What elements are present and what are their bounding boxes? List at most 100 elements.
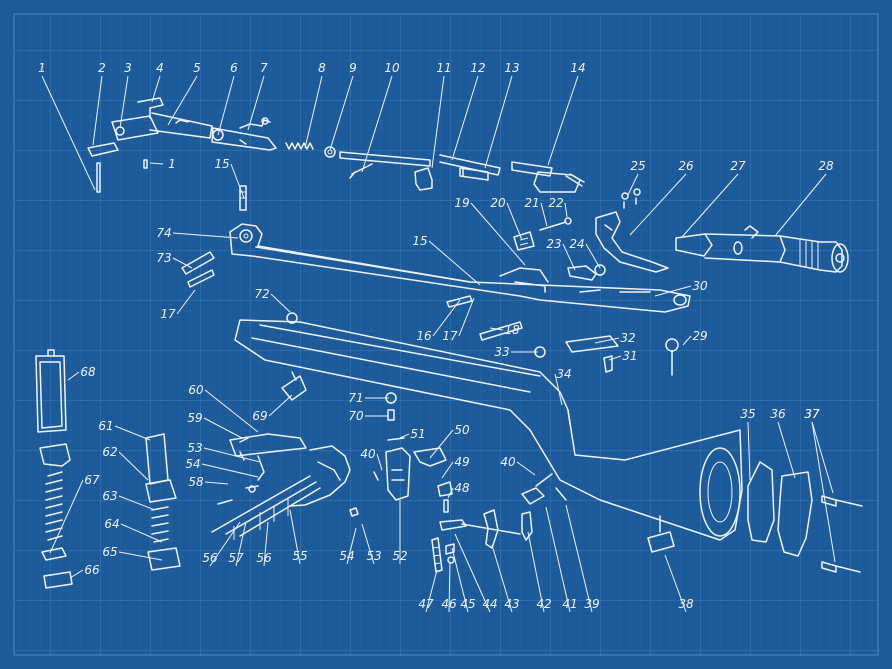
callout-label-56b: 56 <box>256 551 272 565</box>
callout-label-53b: 53 <box>366 549 381 563</box>
callout-label-1: 1 <box>38 61 46 75</box>
part-stock <box>234 312 743 541</box>
leader-line-3 <box>119 75 129 129</box>
callout-label-57: 57 <box>228 551 244 565</box>
leader-line-68 <box>67 371 80 381</box>
callout-label-53a: 53 <box>187 441 202 455</box>
callout-label-73: 73 <box>156 251 171 265</box>
callout-label-66: 66 <box>84 563 100 577</box>
callout-label-71: 71 <box>348 391 363 405</box>
leader-line-6 <box>217 75 235 136</box>
leader-line-20 <box>506 202 523 241</box>
callout-label-37b: 37 <box>804 407 820 421</box>
leader-line-14 <box>547 75 579 166</box>
leader-line-65 <box>118 551 163 561</box>
callout-label-22: 22 <box>548 196 563 210</box>
callout-label-35: 35 <box>740 407 755 421</box>
callout-label-21: 21 <box>524 196 539 210</box>
leader-line-40b <box>516 461 536 476</box>
callout-label-74: 74 <box>156 226 171 240</box>
leader-line-39 <box>565 504 593 613</box>
callout-label-51: 51 <box>410 427 425 441</box>
leader-line-64 <box>120 523 163 543</box>
callout-label-54b: 54 <box>339 549 354 563</box>
callout-label-40b: 40 <box>500 455 516 469</box>
leader-line-45 <box>451 547 469 613</box>
leader-line-30 <box>654 285 692 297</box>
callout-label-20: 20 <box>490 196 506 210</box>
leader-line-11 <box>431 75 445 169</box>
callout-label-17b: 17 <box>442 329 458 343</box>
callout-label-49: 49 <box>454 455 469 469</box>
leader-line-53b <box>361 523 375 565</box>
callout-label-60: 60 <box>188 383 204 397</box>
leader-line-55 <box>289 509 301 565</box>
leader-line-54b <box>346 527 357 565</box>
callout-label-72: 72 <box>254 287 269 301</box>
leader-line-26 <box>629 173 687 236</box>
leader-line-41 <box>545 506 571 613</box>
leader-line-36 <box>777 421 796 479</box>
leader-line-61 <box>114 425 151 441</box>
callout-label-63: 63 <box>102 489 117 503</box>
callout-label-45: 45 <box>460 597 475 611</box>
callout-label-30: 30 <box>692 279 708 293</box>
leader-line-16 <box>432 299 461 337</box>
callout-label-6: 6 <box>230 61 238 75</box>
callout-label-43: 43 <box>504 597 519 611</box>
leader-line-17b <box>458 297 475 337</box>
part-firing-pin <box>339 151 501 179</box>
leader-line-27 <box>681 173 739 238</box>
leader-line-7 <box>247 75 265 131</box>
leader-line-17a <box>176 289 196 315</box>
callout-label-47: 47 <box>418 597 434 611</box>
leader-line-43 <box>491 544 513 613</box>
callout-label-9: 9 <box>349 61 357 75</box>
callout-label-50: 50 <box>454 423 470 437</box>
leader-line-69 <box>268 394 293 417</box>
leader-line-38 <box>664 554 687 613</box>
leader-line-47 <box>425 569 438 613</box>
leader-line-63 <box>118 495 156 511</box>
part-magazine <box>35 349 181 589</box>
leader-line-49 <box>441 461 454 479</box>
leader-line-57 <box>235 521 247 567</box>
callout-label-46: 46 <box>441 597 457 611</box>
callout-label-12: 12 <box>470 61 485 75</box>
leader-line-8 <box>304 75 323 149</box>
callout-label-40a: 40 <box>360 447 376 461</box>
leader-line-19 <box>470 202 526 266</box>
callout-label-33: 33 <box>494 345 509 359</box>
leader-line-22 <box>564 202 568 218</box>
callout-label-65: 65 <box>102 545 117 559</box>
leader-line-9 <box>329 75 354 151</box>
leader-line-62 <box>118 451 149 481</box>
callout-label-34: 34 <box>556 367 571 381</box>
leader-line-60 <box>204 389 259 433</box>
callout-label-18: 18 <box>504 323 520 337</box>
part-trigger <box>431 473 567 573</box>
leader-line-44 <box>454 533 491 613</box>
callout-label-54a: 54 <box>185 457 200 471</box>
callout-label-69: 69 <box>252 409 267 423</box>
leader-line-23 <box>562 243 576 271</box>
leader-line-4 <box>151 75 161 103</box>
leader-line-58 <box>204 481 229 485</box>
part-scope <box>675 225 849 273</box>
callout-label-52: 52 <box>392 549 407 563</box>
callout-label-27: 27 <box>730 159 746 173</box>
leader-line-51 <box>399 433 410 439</box>
leader-line-1b <box>149 162 164 165</box>
callout-label-19: 19 <box>454 196 469 210</box>
leader-line-37 <box>811 421 834 494</box>
callout-label-32: 32 <box>620 331 635 345</box>
callout-label-24: 24 <box>569 237 584 251</box>
leader-line-29 <box>682 335 692 346</box>
leader-line-54a <box>201 463 259 478</box>
callout-label-64: 64 <box>104 517 119 531</box>
leader-line-15a <box>230 163 245 199</box>
leader-line-73 <box>172 257 193 269</box>
leader-line-1 <box>41 75 96 191</box>
